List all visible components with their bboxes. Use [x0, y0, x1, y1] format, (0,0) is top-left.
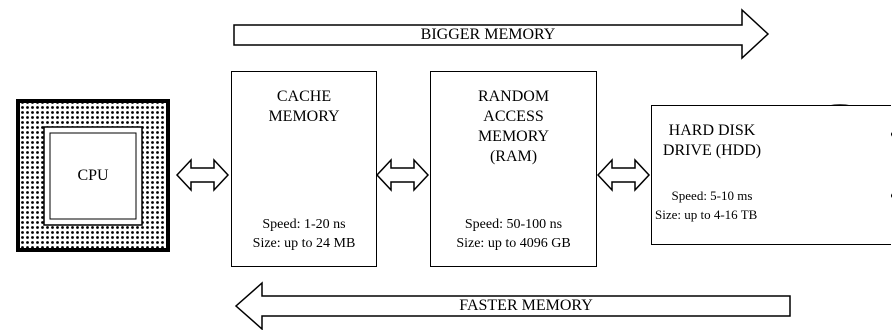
cpu-label: CPU: [77, 167, 109, 184]
ram-title-line3: MEMORY: [477, 128, 550, 145]
ram-size: Size: up to 4096 GB: [456, 236, 571, 251]
cache-ram-double-arrow: [375, 158, 430, 192]
bigger-memory-arrow: [233, 8, 770, 60]
cache-memory-box: CACHE MEMORY Speed: 1-20 ns Size: up to …: [231, 71, 377, 267]
hdd-title-line2: DRIVE (HDD): [662, 142, 762, 159]
faster-memory-label: FASTER MEMORY: [459, 297, 593, 314]
ram-speed: Speed: 50-100 ns: [464, 217, 563, 232]
ram-hdd-double-arrow: [596, 158, 651, 192]
hdd-box: HARD DISK DRIVE (HDD) Speed: 5-10 ms Siz…: [651, 105, 891, 245]
faster-memory-arrow: [234, 281, 791, 330]
hdd-size: Size: up to 4-16 TB: [655, 207, 758, 222]
cache-size: Size: up to 24 MB: [252, 236, 356, 251]
ram-title-line4: (RAM): [489, 148, 538, 165]
cache-title-line1: CACHE: [276, 88, 332, 105]
ram-title-line2: ACCESS: [483, 108, 544, 125]
ram-title-line1: RANDOM: [477, 88, 550, 105]
cpu-chip-icon: [16, 99, 170, 252]
ram-box: RANDOM ACCESS MEMORY (RAM) Speed: 50-100…: [430, 71, 597, 267]
bigger-memory-label: BIGGER MEMORY: [420, 26, 556, 43]
hdd-title-line1: HARD DISK: [668, 122, 756, 139]
cpu-cache-double-arrow: [175, 158, 230, 192]
hdd-speed: Speed: 5-10 ms: [671, 188, 753, 203]
cache-title-line2: MEMORY: [268, 108, 340, 125]
cache-speed: Speed: 1-20 ns: [262, 217, 346, 232]
